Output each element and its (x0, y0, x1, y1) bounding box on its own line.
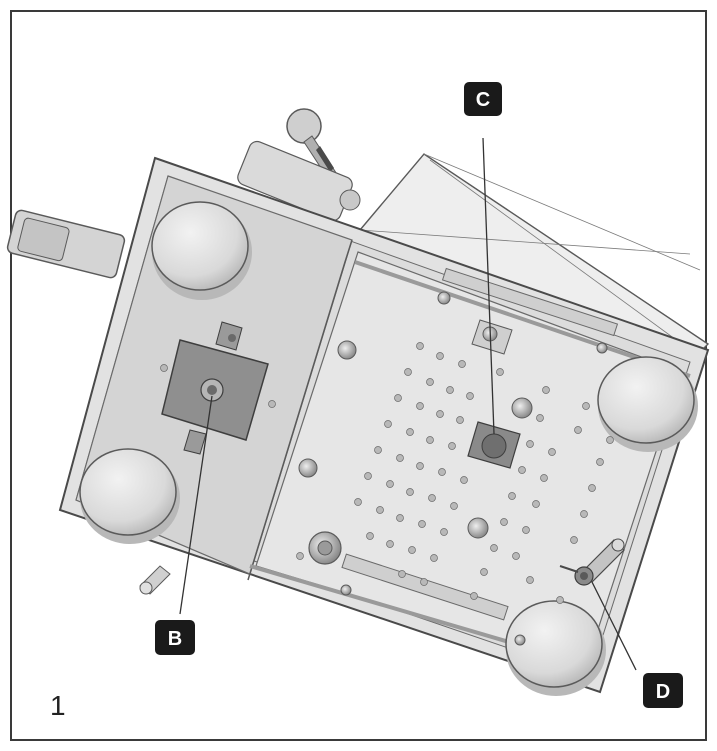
mounting-bosses (298, 291, 608, 646)
callout-c-label: C (476, 89, 490, 111)
left-clamp-bracket (161, 321, 269, 455)
leader-line-d (591, 581, 637, 671)
side-connector (6, 209, 126, 279)
rubber-feet (79, 201, 698, 696)
foot-bottom-left (79, 448, 180, 544)
callout-d-label: D (656, 681, 670, 703)
leader-line-b (179, 395, 213, 615)
right-valve-fitting (559, 538, 625, 586)
leader-line-c (482, 137, 495, 435)
perforation-grid (160, 342, 614, 604)
figure-number: 1 (50, 690, 66, 721)
center-sensor (467, 319, 521, 469)
leader-lines (179, 137, 637, 671)
callout-b-label: B (168, 628, 182, 650)
callout-b: B (155, 620, 195, 655)
foot-bottom-right (505, 600, 606, 696)
callout-c: C (464, 82, 502, 116)
callout-d: D (643, 673, 683, 708)
bottom-fitting (139, 565, 171, 595)
foot-top-left (151, 201, 252, 300)
foot-top-right (597, 356, 698, 452)
top-lever (237, 108, 361, 222)
